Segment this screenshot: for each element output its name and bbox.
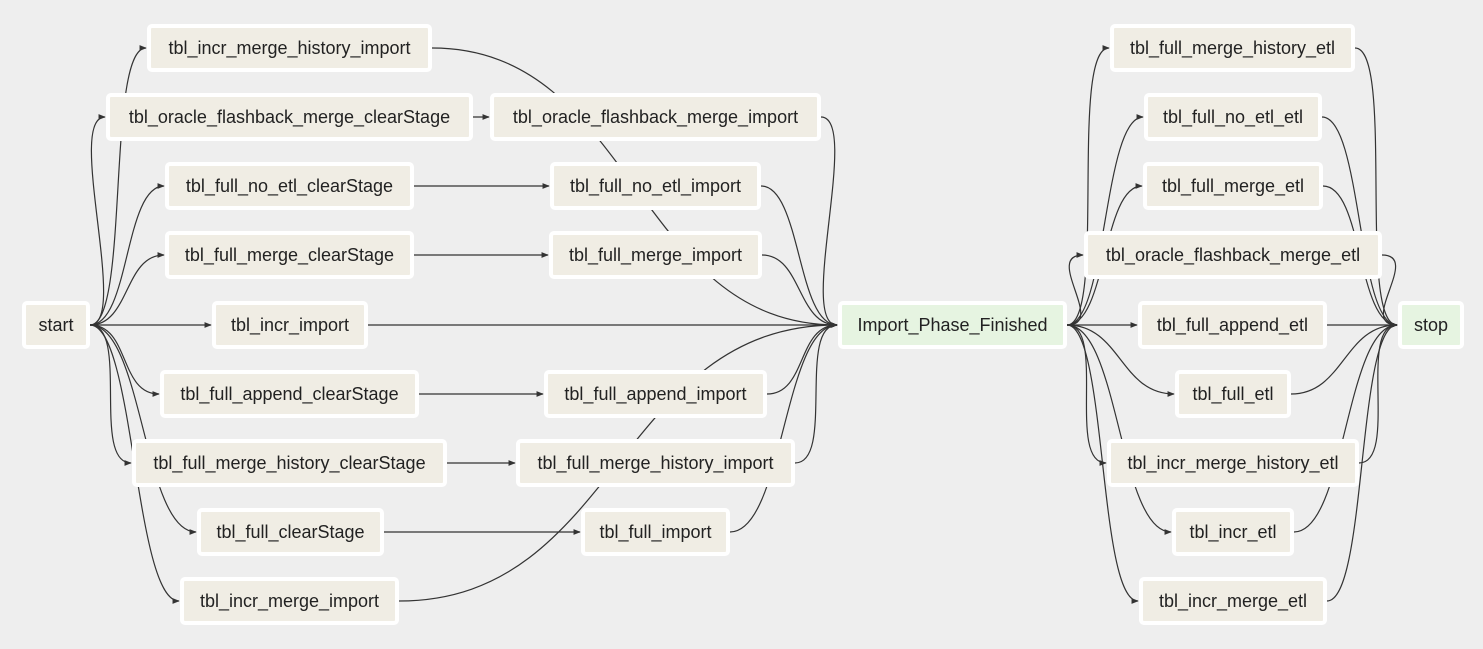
task-node-full-merge-clearstage[interactable]: tbl_full_merge_clearStage: [165, 231, 414, 279]
edge-start-to-n_full_append_clear: [89, 324, 160, 397]
edge-start-to-n_full_merge_clear: [89, 252, 165, 326]
task-node-start[interactable]: start: [22, 301, 90, 349]
task-node-oracle-flashback-merge-import[interactable]: tbl_oracle_flashback_merge_import: [490, 93, 821, 141]
edge-start-to-n_full_merge_history_clear: [89, 324, 132, 466]
task-node-full-append-clearstage[interactable]: tbl_full_append_clearStage: [160, 370, 419, 418]
edge-n_oracle_import-to-n_phase: [820, 116, 838, 328]
task-node-full-append-import[interactable]: tbl_full_append_import: [544, 370, 767, 418]
task-node-full-merge-history-import[interactable]: tbl_full_merge_history_import: [516, 439, 795, 487]
edge-n_phase-to-n_incr_merge_etl: [1066, 324, 1139, 604]
edge-start-to-n_incr_merge_history_import: [89, 45, 147, 326]
edge-n_full_merge_history_etl-to-stop: [1354, 47, 1398, 328]
task-node-full-import[interactable]: tbl_full_import: [581, 508, 730, 556]
task-node-incr-merge-history-import[interactable]: tbl_incr_merge_history_import: [147, 24, 432, 72]
edge-start-to-n_full_no_etl_clear: [89, 183, 165, 326]
edge-n_full_no_etl_import-to-n_phase: [760, 185, 838, 328]
edge-n_oracle_etl-to-stop: [1381, 254, 1398, 328]
task-node-full-no-etl-clearstage[interactable]: tbl_full_no_etl_clearStage: [165, 162, 414, 210]
edge-n_phase-to-n_full_etl: [1066, 324, 1175, 397]
task-node-incr-etl[interactable]: tbl_incr_etl: [1172, 508, 1294, 556]
edge-n_full_etl-to-stop: [1290, 322, 1398, 395]
task-node-incr-import[interactable]: tbl_incr_import: [212, 301, 368, 349]
task-node-full-no-etl-etl[interactable]: tbl_full_no_etl_etl: [1144, 93, 1322, 141]
task-node-full-etl[interactable]: tbl_full_etl: [1175, 370, 1291, 418]
edge-start-to-n_full_clear: [89, 324, 197, 535]
edge-start-to-n_oracle_clear: [89, 114, 106, 326]
edge-n_full_import-to-n_phase: [729, 322, 838, 533]
edge-n_full_no_etl_etl-to-stop: [1321, 116, 1398, 328]
task-node-full-merge-import[interactable]: tbl_full_merge_import: [549, 231, 762, 279]
task-node-oracle-flashback-merge-clearstage[interactable]: tbl_oracle_flashback_merge_clearStage: [106, 93, 473, 141]
edge-n_phase-to-n_incr_merge_history_etl: [1066, 324, 1107, 466]
edge-n_incr_merge_history_etl-to-stop: [1358, 322, 1398, 464]
edge-n_incr_etl-to-stop: [1293, 322, 1398, 533]
edge-n_full_append_import-to-n_phase: [766, 322, 838, 395]
task-node-full-merge-history-etl[interactable]: tbl_full_merge_history_etl: [1110, 24, 1355, 72]
task-node-oracle-flashback-merge-etl[interactable]: tbl_oracle_flashback_merge_etl: [1084, 231, 1382, 279]
task-node-incr-merge-history-etl[interactable]: tbl_incr_merge_history_etl: [1107, 439, 1359, 487]
edge-n_phase-to-n_full_merge_history_etl: [1066, 45, 1110, 326]
task-node-stop[interactable]: stop: [1398, 301, 1464, 349]
task-node-full-no-etl-import[interactable]: tbl_full_no_etl_import: [550, 162, 761, 210]
edge-n_phase-to-n_oracle_etl: [1066, 252, 1084, 326]
edge-n_phase-to-n_incr_etl: [1066, 324, 1172, 535]
task-node-full-merge-history-clearstage[interactable]: tbl_full_merge_history_clearStage: [132, 439, 447, 487]
edge-n_full_merge_import-to-n_phase: [761, 254, 838, 328]
task-node-full-append-etl[interactable]: tbl_full_append_etl: [1138, 301, 1327, 349]
task-node-full-clearstage[interactable]: tbl_full_clearStage: [197, 508, 384, 556]
task-node-incr-merge-import[interactable]: tbl_incr_merge_import: [180, 577, 399, 625]
edge-n_incr_merge_etl-to-stop: [1326, 322, 1398, 602]
edge-n_full_merge_history_import-to-n_phase: [794, 322, 838, 464]
edge-group: [89, 45, 1398, 604]
task-node-full-merge-etl[interactable]: tbl_full_merge_etl: [1143, 162, 1323, 210]
task-node-import-phase-finished[interactable]: Import_Phase_Finished: [838, 301, 1067, 349]
task-node-incr-merge-etl[interactable]: tbl_incr_merge_etl: [1139, 577, 1327, 625]
edge-n_phase-to-n_full_no_etl_etl: [1066, 114, 1144, 326]
